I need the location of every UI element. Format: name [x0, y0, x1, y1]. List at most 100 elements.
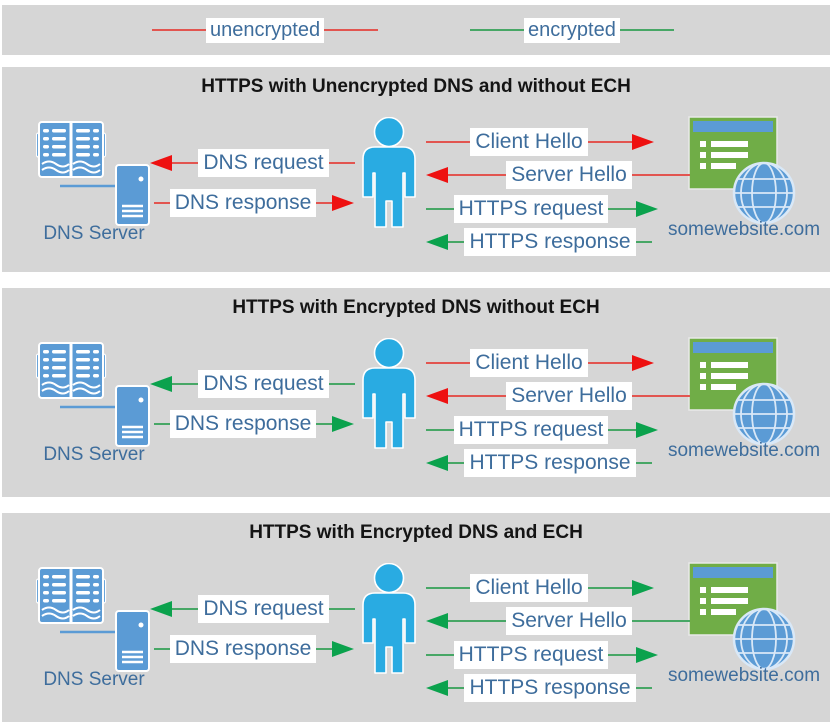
arrowhead-right-icon: [332, 641, 354, 657]
client-hello-arrow: Client Hello: [426, 128, 655, 156]
legend-band: unencrypted encrypted: [2, 5, 830, 55]
website-icon: [688, 562, 798, 677]
website-label: somewebsite.com: [667, 219, 821, 240]
arrowhead-right-icon: [636, 201, 658, 217]
arrow-line: [608, 208, 636, 210]
arrow-line: [608, 429, 636, 431]
arrow-line: [448, 395, 507, 397]
globe-icon: [732, 161, 796, 225]
arrowhead-right-icon: [332, 195, 354, 211]
book-icon: [35, 567, 107, 624]
client-hello-arrow: Client Hello: [426, 574, 655, 602]
person-icon: [356, 562, 422, 680]
client-hello-arrow: Client Hello: [426, 349, 655, 377]
dns-server-label: DNS Server: [43, 669, 145, 690]
panel-title: HTTPS with Encrypted DNS and ECH: [249, 522, 583, 543]
arrow-line: [587, 141, 633, 143]
arrowhead-right-icon: [636, 422, 658, 438]
arrow-line: [172, 383, 199, 385]
dns-server-icon: [35, 120, 152, 235]
arrowhead-right-icon: [332, 416, 354, 432]
arrowhead-left-icon: [426, 234, 448, 250]
server-hello-arrow: Server Hello: [426, 607, 691, 635]
legend-item-unencrypted: unencrypted: [152, 5, 379, 55]
server-tower-icon: [115, 610, 150, 672]
arrowhead-left-icon: [426, 167, 448, 183]
dns-request-arrow: DNS request: [150, 595, 355, 623]
arrow-line: [608, 654, 636, 656]
arrow-line: [448, 462, 465, 464]
arrow-line: [154, 423, 170, 425]
client-hello-label: Client Hello: [470, 128, 588, 156]
arrowhead-left-icon: [150, 376, 172, 392]
arrowhead-right-icon: [636, 647, 658, 663]
server-hello-label: Server Hello: [506, 382, 632, 410]
arrow-line: [426, 654, 454, 656]
dns-request-label: DNS request: [198, 595, 329, 623]
dns-server-label: DNS Server: [43, 444, 145, 465]
arrow-line: [635, 462, 652, 464]
book-icon: [35, 121, 107, 178]
arrow-line: [426, 362, 471, 364]
arrow-line: [631, 174, 691, 176]
https-request-label: HTTPS request: [453, 641, 609, 669]
arrow-line: [316, 648, 332, 650]
dns-request-label: DNS request: [198, 370, 329, 398]
arrowhead-left-icon: [426, 680, 448, 696]
arrowhead-right-icon: [632, 134, 655, 150]
arrow-line: [631, 395, 691, 397]
server-hello-arrow: Server Hello: [426, 382, 691, 410]
https-response-arrow: HTTPS response: [426, 674, 652, 702]
arrow-line: [426, 208, 454, 210]
arrow-line: [172, 162, 199, 164]
server-hello-label: Server Hello: [506, 161, 632, 189]
dns-response-arrow: DNS response: [154, 189, 354, 217]
scenario-panel-1: HTTPS with Unencrypted DNS and without E…: [2, 67, 830, 272]
server-hello-label: Server Hello: [506, 607, 632, 635]
dns-request-label: DNS request: [198, 149, 329, 177]
encrypted-line-icon: [619, 29, 674, 31]
arrow-line: [448, 241, 465, 243]
arrow-line: [635, 241, 652, 243]
legend-item-encrypted: encrypted: [470, 5, 674, 55]
https-response-label: HTTPS response: [464, 674, 636, 702]
arrow-line: [154, 202, 170, 204]
scenario-panel-3: HTTPS with Encrypted DNS and ECH: [2, 513, 830, 722]
arrow-line: [448, 174, 507, 176]
browser-window-icon: [688, 562, 778, 636]
https-request-arrow: HTTPS request: [426, 416, 658, 444]
server-tower-icon: [115, 385, 150, 447]
https-request-arrow: HTTPS request: [426, 195, 658, 223]
arrowhead-left-icon: [150, 155, 172, 171]
arrow-line: [426, 587, 471, 589]
https-response-label: HTTPS response: [464, 228, 636, 256]
arrow-line: [426, 141, 471, 143]
arrowhead-left-icon: [426, 613, 448, 629]
dns-response-arrow: DNS response: [154, 635, 354, 663]
website-label: somewebsite.com: [667, 440, 821, 461]
scenario-panel-2: HTTPS with Encrypted DNS without ECH: [2, 288, 830, 497]
panel-title: HTTPS with Encrypted DNS without ECH: [232, 297, 600, 318]
website-icon: [688, 116, 798, 231]
client-hello-label: Client Hello: [470, 574, 588, 602]
website-label: somewebsite.com: [667, 665, 821, 686]
arrow-line: [448, 620, 507, 622]
dns-response-label: DNS response: [169, 189, 317, 217]
arrowhead-left-icon: [426, 455, 448, 471]
arrow-line: [316, 423, 332, 425]
unencrypted-line-icon: [152, 29, 206, 31]
encrypted-line-icon: [470, 29, 524, 31]
arrow-line: [426, 429, 454, 431]
dns-server-label: DNS Server: [43, 223, 145, 244]
https-response-label: HTTPS response: [464, 449, 636, 477]
https-request-arrow: HTTPS request: [426, 641, 658, 669]
unencrypted-line-icon: [324, 29, 379, 31]
arrowhead-left-icon: [150, 601, 172, 617]
dns-server-icon: [35, 341, 152, 456]
dns-response-label: DNS response: [169, 410, 317, 438]
arrow-line: [172, 608, 199, 610]
arrow-line: [328, 608, 355, 610]
person-icon: [356, 116, 422, 234]
dns-request-arrow: DNS request: [150, 149, 355, 177]
arrow-line: [316, 202, 332, 204]
